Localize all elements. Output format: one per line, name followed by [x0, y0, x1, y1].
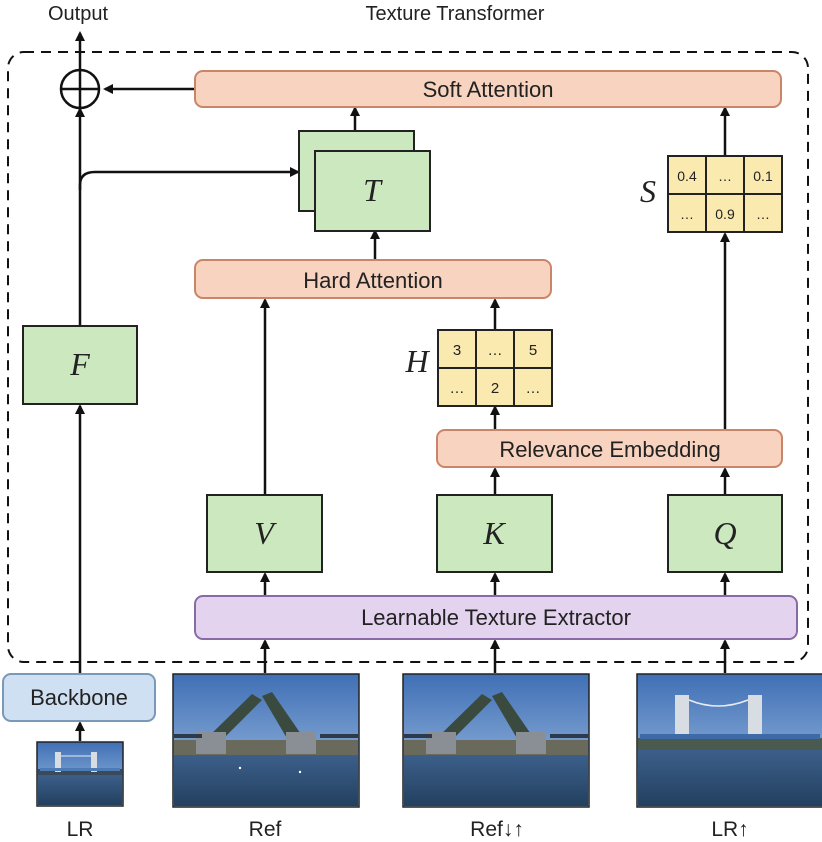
- s-cell: 0.1: [753, 168, 773, 184]
- t-block: [314, 150, 431, 232]
- backbone-label: Backbone: [30, 685, 128, 710]
- ref-input-label: Ref: [249, 818, 282, 841]
- s-cell: …: [718, 168, 732, 184]
- texture-extractor-block: [194, 595, 798, 640]
- soft-attention-label: Soft Attention: [423, 77, 554, 102]
- h-matrix: [437, 329, 553, 407]
- texture-extractor-label: Learnable Texture Extractor: [361, 605, 631, 630]
- h-cell: 5: [529, 342, 537, 359]
- h-cell: …: [526, 380, 541, 397]
- s-cell: …: [756, 206, 770, 222]
- s-label: S: [640, 173, 656, 209]
- f-to-t-arrow: [78, 167, 300, 190]
- s-cell: 0.4: [677, 168, 697, 184]
- q-block: [667, 494, 783, 573]
- lr-input-label: LR: [67, 818, 94, 841]
- sum-node-icon: [59, 68, 101, 110]
- h-label: H: [404, 343, 430, 379]
- hard-attention-block: [194, 259, 552, 299]
- output-label: Output: [48, 3, 108, 25]
- h-cell: …: [488, 342, 503, 359]
- ref-downup-image: [402, 673, 590, 808]
- s-cell: 0.9: [715, 206, 735, 222]
- ref-downup-input-label: Ref↓↑: [470, 818, 524, 841]
- soft-attention-block: [194, 70, 782, 108]
- q-label: Q: [713, 515, 736, 551]
- transformer-boundary: [7, 51, 809, 663]
- relevance-embedding-label: Relevance Embedding: [499, 437, 720, 462]
- v-label: V: [254, 515, 277, 551]
- f-label: F: [69, 346, 90, 382]
- lr-up-image: [636, 673, 822, 808]
- lr-up-input-label: LR↑: [711, 818, 748, 841]
- ref-image: [172, 673, 360, 808]
- s-cell: …: [680, 206, 694, 222]
- h-cell: …: [450, 380, 465, 397]
- h-cell: 2: [491, 380, 499, 397]
- hard-attention-label: Hard Attention: [303, 268, 442, 293]
- t-label: T: [363, 172, 383, 208]
- k-label: K: [482, 515, 506, 551]
- lr-image: [36, 741, 124, 807]
- v-block: [206, 494, 323, 573]
- k-block: [436, 494, 553, 573]
- backbone-block: [2, 673, 156, 722]
- h-cell: 3: [453, 342, 461, 359]
- relevance-embedding-block: [436, 429, 783, 468]
- s-matrix: [667, 155, 783, 233]
- diagram-title: Texture Transformer: [366, 3, 545, 25]
- f-block: [22, 325, 138, 405]
